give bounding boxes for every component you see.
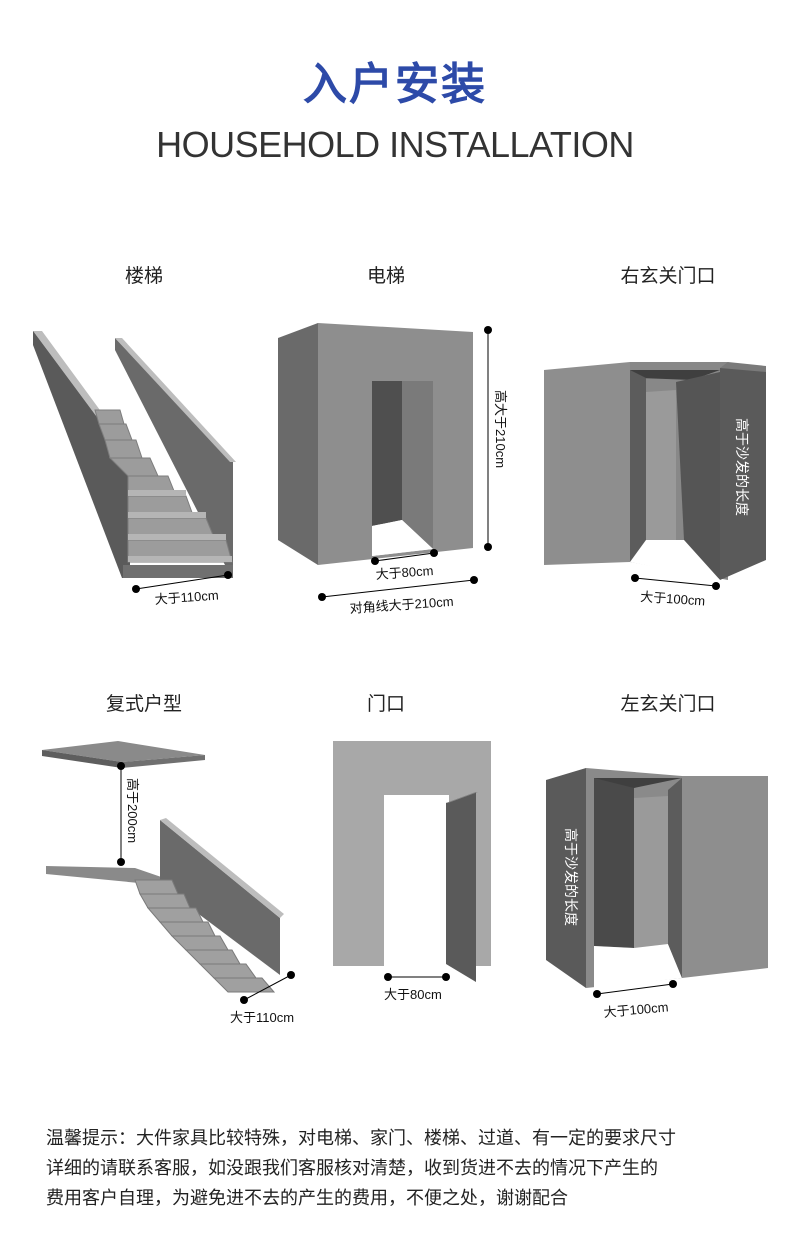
stairs-width-label: 大于110cm xyxy=(154,588,219,607)
duplex-width-label: 大于110cm xyxy=(230,1010,294,1025)
label-stairs: 楼梯 xyxy=(124,265,163,287)
label-duplex: 复式户型 xyxy=(105,693,182,715)
right-entrance-wall-text: 高于沙发的长度 xyxy=(733,418,750,516)
label-right-entrance: 右玄关门口 xyxy=(620,265,716,287)
notice-text: 温馨提示：大件家具比较特殊，对电梯、家门、楼梯、过道、有一定的要求尺寸 详细的请… xyxy=(46,1124,766,1214)
notice-line-3: 费用客户自理，为避免进不去的产生的费用，不便之处，谢谢配合 xyxy=(46,1188,568,1209)
label-doorway: 门口 xyxy=(366,693,405,715)
duplex-illustration: 高于200cm 大于110cm xyxy=(42,741,295,1025)
label-elevator: 电梯 xyxy=(366,265,405,287)
elevator-width-label: 大于80cm xyxy=(375,563,434,582)
left-entrance-illustration: 高于沙发的长度 大于100cm xyxy=(546,768,768,1020)
page-title: 入户安装 xyxy=(303,59,487,110)
notice-line-2: 详细的请联系客服，如没跟我们客服核对清楚，收到货进不去的情况下产生的 xyxy=(46,1158,658,1179)
right-entrance-width-label: 大于100cm xyxy=(640,589,706,608)
left-entrance-wall-text: 高于沙发的长度 xyxy=(562,828,579,926)
right-entrance-illustration: 高于沙发的长度 大于100cm xyxy=(544,362,766,609)
elevator-height-label: 高大于210cm xyxy=(493,390,508,468)
duplex-height-label: 高于200cm xyxy=(125,778,140,843)
notice-line-1: 温馨提示：大件家具比较特殊，对电梯、家门、楼梯、过道、有一定的要求尺寸 xyxy=(46,1128,676,1149)
doorway-width-label: 大于80cm xyxy=(384,987,442,1002)
stairs-illustration: 大于110cm xyxy=(33,331,236,607)
doorway-illustration: 大于80cm xyxy=(333,741,491,1002)
left-entrance-width-label: 大于100cm xyxy=(603,999,669,1020)
elevator-diagonal-label: 对角线大于210cm xyxy=(349,594,454,616)
page-subtitle: HOUSEHOLD INSTALLATION xyxy=(156,124,634,165)
elevator-illustration: 高大于210cm 大于80cm 对角线大于210cm xyxy=(278,323,508,616)
label-left-entrance: 左玄关门口 xyxy=(620,693,716,715)
